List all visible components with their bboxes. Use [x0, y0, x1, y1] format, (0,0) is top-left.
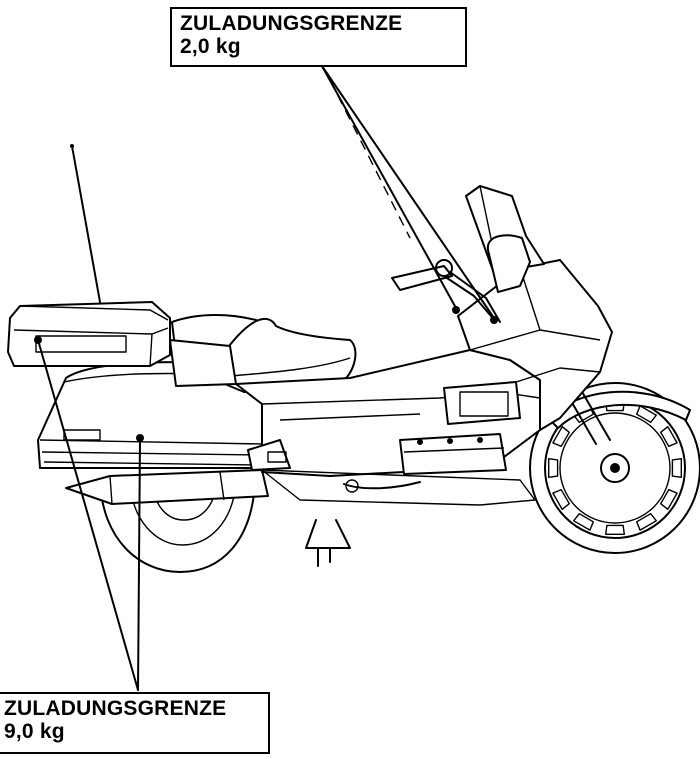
wheel-slot	[660, 489, 678, 510]
wheel-slot	[636, 513, 657, 531]
saddlebag	[37, 361, 263, 469]
payload-limit-title-top: ZULADUNGSGRENZE	[180, 12, 403, 35]
body-frame	[235, 349, 541, 506]
wheel-slot	[552, 489, 570, 510]
payload-limit-label-top: ZULADUNGSGRENZE 2,0 kg	[170, 7, 467, 67]
front-wheel	[529, 382, 700, 554]
wheel-slot	[573, 513, 594, 531]
wheel-slot	[548, 458, 559, 478]
seat	[169, 314, 357, 393]
handlebar	[391, 234, 531, 324]
center-stand	[305, 519, 351, 567]
wheel-slot	[660, 426, 678, 447]
top-trunk	[7, 301, 171, 367]
wheel-slot	[605, 524, 625, 535]
payload-limit-value-bottom: 9,0 kg	[4, 720, 65, 743]
payload-limit-title-bottom: ZULADUNGSGRENZE	[4, 697, 227, 720]
wheel-slot	[552, 426, 570, 447]
wheel-slot	[671, 458, 682, 478]
front-fairing	[443, 259, 613, 431]
payload-limit-value-top: 2,0 kg	[180, 35, 241, 58]
payload-limit-label-bottom: ZULADUNGSGRENZE 9,0 kg	[0, 692, 270, 754]
wheel-slot	[636, 405, 657, 423]
leader-lines	[34, 65, 495, 691]
exhaust-pipe	[65, 469, 269, 505]
